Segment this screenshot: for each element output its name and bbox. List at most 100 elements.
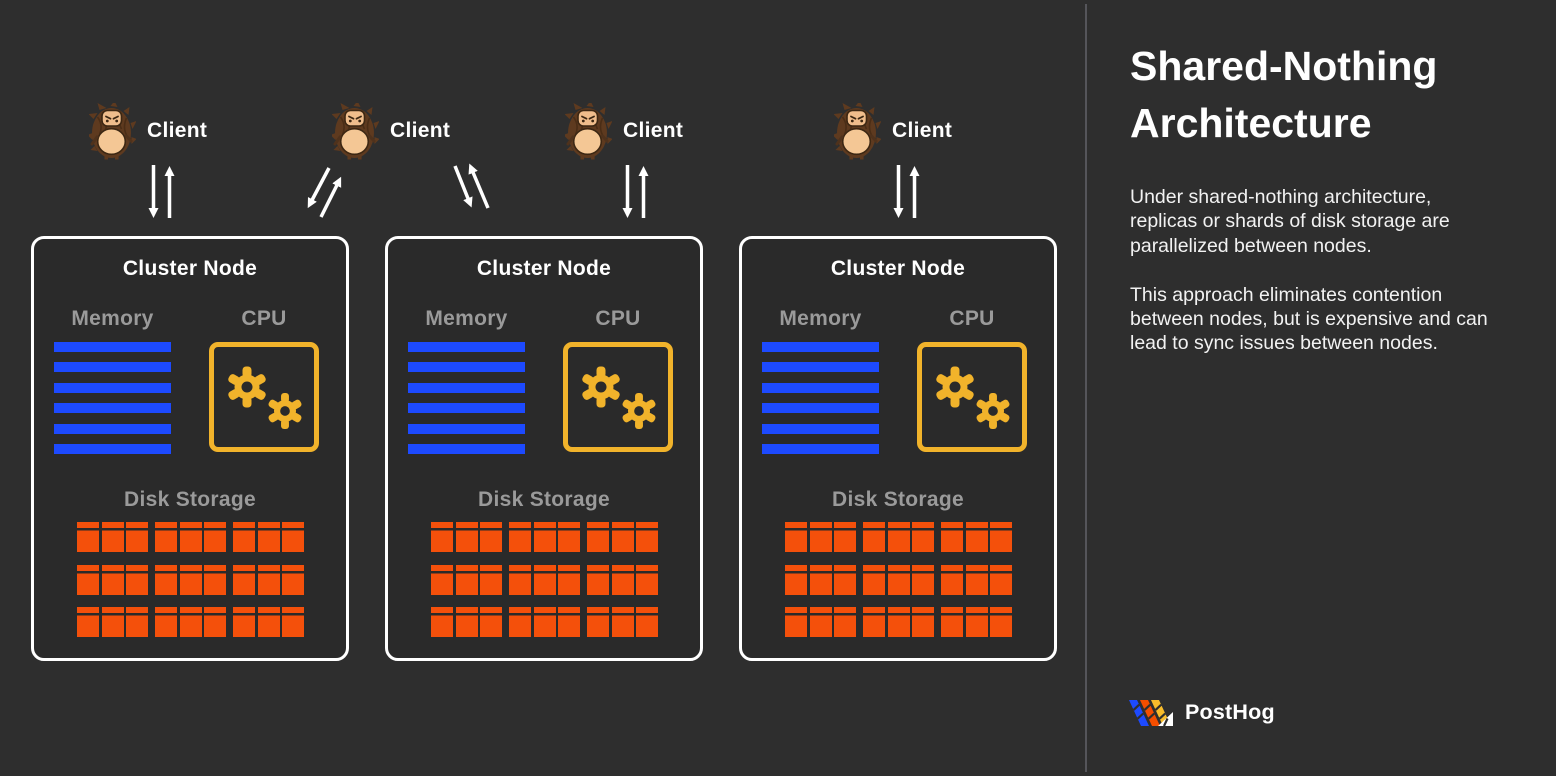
cluster-node-1: Cluster Node Memory CPU Disk Storage xyxy=(31,236,349,661)
disk-cell xyxy=(941,607,963,637)
disk-cell xyxy=(126,564,148,595)
disk-cell xyxy=(533,522,556,552)
disk-group xyxy=(77,607,148,637)
disk-group xyxy=(587,607,658,637)
disk-cell xyxy=(611,522,634,552)
disk-group xyxy=(785,607,856,637)
memory-bar xyxy=(54,403,171,414)
disk-cell xyxy=(204,607,226,637)
disk-cell xyxy=(636,564,658,595)
diagram-area: Client Client Client Client xyxy=(31,103,1057,661)
disk-group xyxy=(431,564,502,595)
disk-cell xyxy=(834,607,856,637)
disk-cell xyxy=(282,522,304,552)
memory-bar xyxy=(54,443,171,454)
disk-row xyxy=(431,522,658,552)
memory-bar xyxy=(762,342,879,352)
disk-cell xyxy=(912,607,934,637)
disk-group xyxy=(785,522,856,552)
memory-bar xyxy=(54,342,171,352)
disk-grid xyxy=(431,522,658,637)
disk-cell xyxy=(101,564,124,595)
disk-cell xyxy=(941,564,963,595)
disk-cell xyxy=(179,607,202,637)
cpu-box xyxy=(917,342,1027,452)
side-panel: Shared-Nothing Architecture Under shared… xyxy=(1087,0,1556,776)
disk-group xyxy=(941,522,1012,552)
disk-cell xyxy=(257,607,280,637)
hedgehog-icon xyxy=(834,103,881,161)
disk-group xyxy=(863,607,934,637)
disk-cell xyxy=(533,564,556,595)
memory-bar xyxy=(762,443,879,454)
disk-cell xyxy=(887,522,910,552)
client-label: Client xyxy=(623,119,684,142)
cluster-node-3: Cluster Node Memory CPU Disk Storage xyxy=(739,236,1057,661)
disk-cell xyxy=(636,607,658,637)
disk-cell xyxy=(233,607,255,637)
panel-paragraph-1: Under shared-nothing architecture, repli… xyxy=(1130,186,1450,257)
disk-cell xyxy=(509,522,531,552)
disk-cell xyxy=(990,522,1012,552)
disk-row xyxy=(77,522,304,552)
gears-icon xyxy=(934,366,1011,430)
client-group-1: Client xyxy=(89,103,207,161)
disk-cell xyxy=(204,564,226,595)
memory-bars xyxy=(408,342,525,454)
disk-cell xyxy=(126,607,148,637)
disk-cell xyxy=(587,607,609,637)
gears-icon xyxy=(580,366,657,430)
disk-cell xyxy=(636,522,658,552)
cpu-label: CPU xyxy=(949,307,995,330)
panel-paragraph-2: This approach eliminates contention betw… xyxy=(1130,283,1488,355)
memory-bar xyxy=(54,382,171,393)
disk-cell xyxy=(101,607,124,637)
disk-cell xyxy=(912,522,934,552)
memory-label: Memory xyxy=(779,307,862,330)
page-title-line1: Shared-Nothing xyxy=(1130,43,1438,89)
disk-cell xyxy=(233,522,255,552)
disk-cell xyxy=(785,564,807,595)
disk-group xyxy=(941,607,1012,637)
disk-cell xyxy=(126,522,148,552)
disk-cell xyxy=(809,607,832,637)
node-title: Cluster Node xyxy=(122,257,258,280)
memory-bar xyxy=(408,443,525,454)
disk-group xyxy=(155,522,226,552)
disk-group xyxy=(863,564,934,595)
disk-group xyxy=(233,607,304,637)
disk-cell xyxy=(611,607,634,637)
client-group-3: Client xyxy=(565,103,683,161)
posthog-logomark-icon xyxy=(1129,700,1173,727)
disk-group xyxy=(431,522,502,552)
disk-storage-label: Disk Storage xyxy=(124,488,256,511)
vertical-divider xyxy=(1085,4,1087,772)
disk-cell xyxy=(785,607,807,637)
disk-cell xyxy=(77,564,99,595)
memory-bar xyxy=(54,362,171,373)
disk-cell xyxy=(558,564,580,595)
disk-cell xyxy=(155,522,177,552)
memory-bar xyxy=(408,423,525,434)
disk-group xyxy=(431,607,502,637)
disk-cell xyxy=(558,522,580,552)
client-group-2: Client xyxy=(332,103,450,161)
node-title: Cluster Node xyxy=(476,257,612,280)
disk-grid xyxy=(785,522,1012,637)
disk-cell xyxy=(990,607,1012,637)
disk-group xyxy=(509,564,580,595)
memory-bar xyxy=(762,423,879,434)
disk-cell xyxy=(863,564,885,595)
memory-bars xyxy=(54,342,171,454)
disk-row xyxy=(77,564,304,595)
memory-bar xyxy=(54,423,171,434)
disk-cell xyxy=(611,564,634,595)
disk-cell xyxy=(455,522,478,552)
disk-group xyxy=(941,564,1012,595)
disk-cell xyxy=(887,564,910,595)
disk-storage-label: Disk Storage xyxy=(478,488,610,511)
disk-group xyxy=(155,607,226,637)
gears-icon xyxy=(226,366,303,430)
disk-cell xyxy=(965,564,988,595)
memory-bar xyxy=(408,403,525,414)
